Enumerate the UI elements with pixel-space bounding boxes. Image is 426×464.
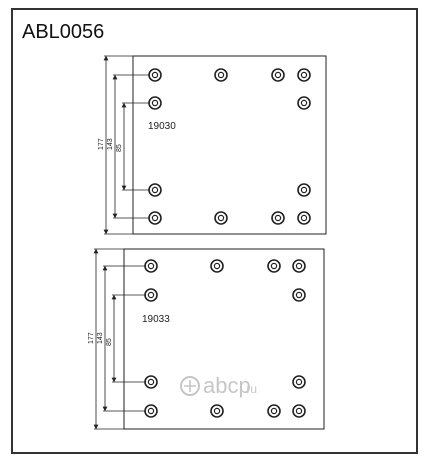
hole	[271, 68, 285, 82]
hole	[297, 183, 311, 197]
brake-pad-drawing-2: 19033 177 143 85	[88, 248, 325, 430]
hole	[292, 259, 306, 273]
dimension-label: 85	[106, 338, 113, 346]
hole	[292, 288, 306, 302]
pad-outline	[132, 55, 327, 235]
product-code: ABL0056	[22, 21, 104, 43]
watermark-logo: abcp .ru	[180, 373, 257, 398]
hole	[210, 259, 224, 273]
dimension-label: 85	[116, 144, 123, 152]
hole	[210, 404, 224, 418]
hole	[144, 404, 158, 418]
hole	[144, 259, 158, 273]
hole	[297, 211, 311, 225]
brake-pad-drawing-1: 19030 177 143 85	[98, 55, 327, 235]
hole	[148, 211, 162, 225]
dimension-label: 177	[88, 332, 95, 344]
watermark-text: abcp	[203, 373, 251, 398]
dimension-lines	[93, 248, 146, 430]
hole	[148, 68, 162, 82]
dimension-label: 143	[107, 138, 114, 150]
hole	[271, 211, 285, 225]
hole	[297, 96, 311, 110]
hole	[144, 375, 158, 389]
part-number-label: 19033	[142, 314, 170, 325]
hole	[267, 404, 281, 418]
dimension-label: 143	[97, 332, 104, 344]
dimension-lines	[103, 55, 150, 235]
watermark-tld: .ru	[243, 382, 257, 396]
hole	[148, 183, 162, 197]
hole	[297, 68, 311, 82]
dimension-label: 177	[98, 138, 105, 150]
hole	[144, 288, 158, 302]
hole	[148, 96, 162, 110]
pad-outline	[123, 248, 325, 430]
hole	[214, 211, 228, 225]
part-number-label: 19030	[148, 121, 176, 132]
hole	[214, 68, 228, 82]
hole	[292, 404, 306, 418]
hole	[267, 259, 281, 273]
abcp-logo-icon	[180, 376, 200, 396]
outer-frame	[11, 8, 418, 454]
hole	[292, 375, 306, 389]
